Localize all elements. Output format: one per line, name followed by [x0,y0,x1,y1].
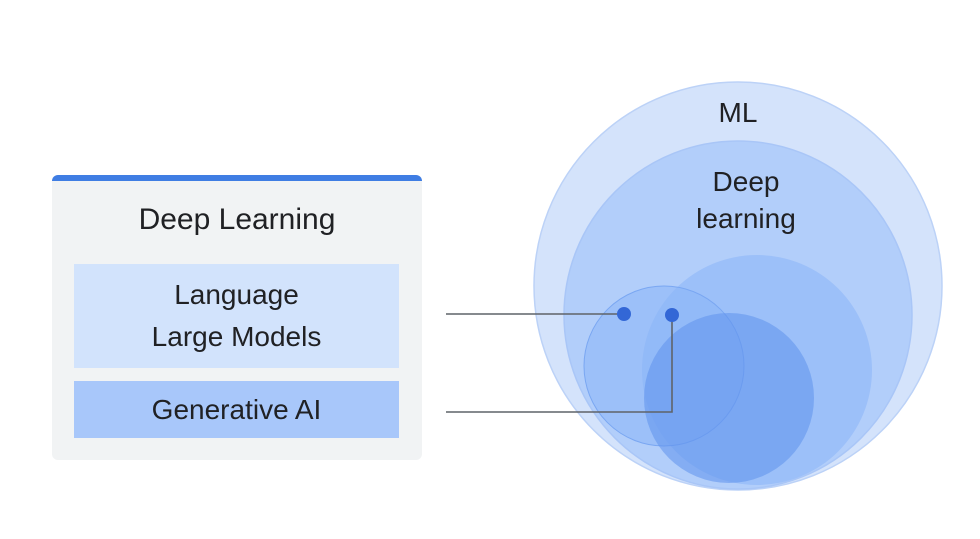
genai-box: Generative AI [74,381,399,438]
deep-learning-card: Deep Learning Language Large Models Gene… [52,175,422,460]
deep-learning-label-line1: Deep [713,166,780,197]
genai-label: Generative AI [151,393,322,425]
llm-label-line1: Language [174,279,299,310]
card-accent-bar [52,175,422,181]
genai-connector-line [446,315,673,413]
genai-connector-dot [665,308,679,322]
genai-circle [644,313,814,483]
llm-box: Language Large Models [74,264,399,368]
card-title: Deep Learning [138,203,336,236]
llm-connector-dot [617,307,631,321]
ml-label: ML [719,97,758,128]
llm-label-line2: Large Models [151,321,322,352]
deep-learning-label-line2: learning [696,203,796,234]
